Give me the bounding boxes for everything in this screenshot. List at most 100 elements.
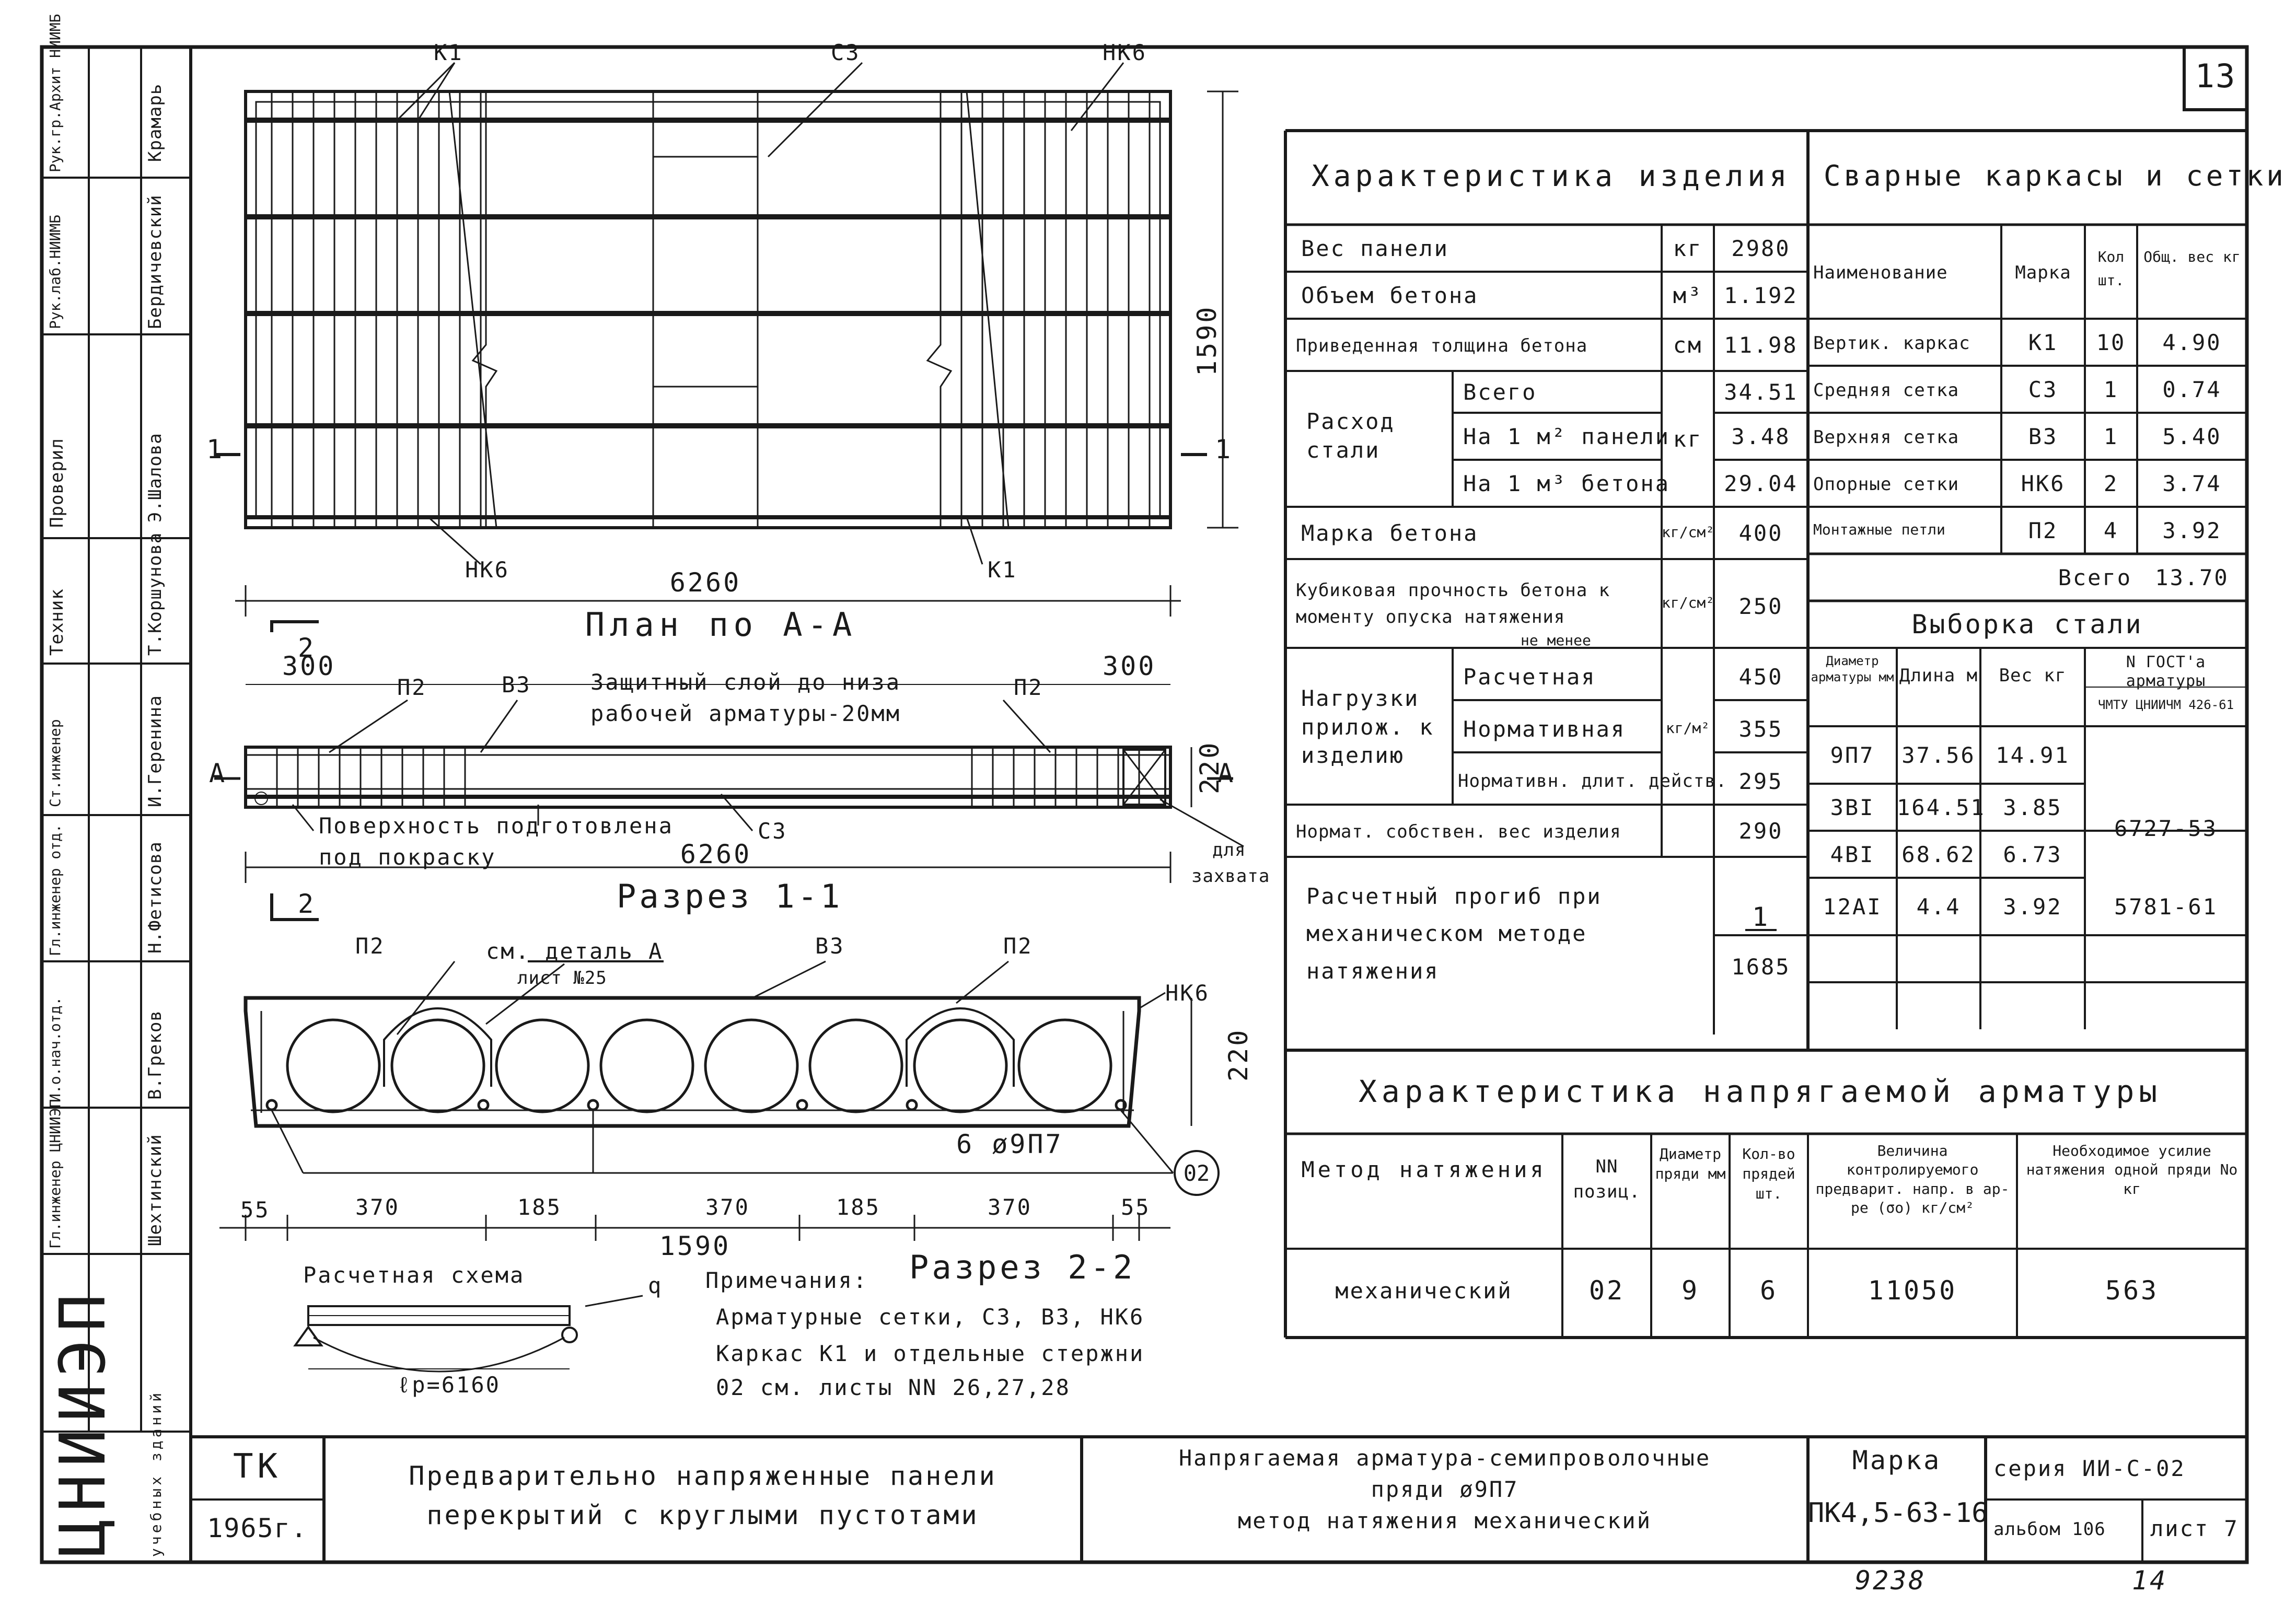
role-8: Гл.инженер ЦНИИЭП [47, 1099, 64, 1249]
frames-r2-qty: 1 [2103, 377, 2119, 402]
frames-r5-mark: П2 [2028, 518, 2058, 543]
name-7: В.Греков [145, 1010, 166, 1100]
char-row-9-name: Расчетный прогиб при механическом методе… [1306, 884, 1602, 984]
role-4: Техник [47, 588, 67, 656]
char-row-2-value: 1.192 [1724, 283, 1798, 308]
frames-r1-mark: К1 [2028, 330, 2058, 355]
sec22-detail-sheet: лист №25 [517, 968, 607, 989]
steel-header-gost: N ГОСТ'а арматуры [2126, 653, 2206, 690]
char-row-1-name: Вес панели [1301, 236, 1449, 261]
plan-title: План по А-А [585, 606, 857, 644]
frames-title: Сварные каркасы и сетки [1824, 159, 2287, 192]
name-5: И.Геренина [145, 695, 166, 807]
role-5: Ст.инженер [47, 719, 64, 807]
sec11-mark-2-bottom: 2 [298, 889, 316, 919]
char-row-4-sub-1-value: 34.51 [1724, 379, 1798, 405]
char-row-8-value: 290 [1738, 818, 1783, 844]
tb-mark: ПК4,5-63-16 [1808, 1497, 1988, 1529]
left-strip-lines [42, 47, 191, 1433]
steel-header-length: Длина м [1899, 665, 1978, 686]
frames-r2-mark: С3 [2028, 377, 2058, 402]
frames-header-weight: Общ. вес кг [2143, 248, 2241, 265]
plan-label-k1-top: К1 [434, 40, 463, 65]
char-row-9-num: 1 [1752, 902, 1770, 932]
char-row-7-sub-2-name: Нормативная [1463, 716, 1626, 742]
prestress-position: 02 [1588, 1275, 1625, 1306]
institute-name: ЦНИИЭП [47, 1286, 120, 1557]
plan-width: 1590 [1192, 305, 1222, 376]
char-row-1-value: 2980 [1731, 236, 1791, 261]
sec11-length: 6260 [680, 839, 752, 869]
sec11-mark-2-top: 2 [298, 633, 316, 663]
sec22-dim-2: 370 [355, 1194, 400, 1220]
frames-total-value: 13.70 [2155, 565, 2229, 590]
tb-album: альбом 106 [1993, 1519, 2106, 1540]
sec22-dim-1: 55 [240, 1197, 270, 1223]
sec11-note-bottom-1: Поверхность подготовлена [319, 813, 674, 839]
sec22-height: 220 [1223, 1028, 1254, 1082]
steel-r3-diameter: 4ВI [1830, 842, 1875, 867]
tb-name-1: Предварительно напряженные панели [409, 1461, 997, 1491]
tb-series: серия ИИ-С-02 [1993, 1456, 2186, 1481]
tb-desc-1: Напрягаемая арматура-семипроволочные [1178, 1445, 1711, 1471]
steel-r4-gost: 5781-61 [2114, 894, 2218, 920]
frames-r1-qty: 10 [2096, 330, 2126, 355]
frames-r3-weight: 5.40 [2162, 424, 2222, 449]
tb-name-2: перекрытий с круглыми пустотами [426, 1500, 979, 1530]
plan-label-nk6-bottom: НК6 [465, 557, 509, 583]
char-row-4-sub-1-name: Всего [1463, 379, 1537, 405]
institute-subtitle: учебных зданий [147, 1389, 165, 1557]
char-row-2-name: Объем бетона [1301, 283, 1479, 308]
steel-r2-diameter: 3ВI [1830, 795, 1875, 820]
steel-r4-length: 4.4 [1916, 894, 1961, 920]
calc-scheme [293, 1295, 643, 1373]
sec11-grip-1: для [1212, 840, 1246, 861]
name-1: Крамарь [145, 83, 166, 162]
steel-gost-top: ЧМТУ ЦНИИЧМ 426-61 [2097, 698, 2234, 712]
sec22-label-p2-right: П2 [1003, 933, 1033, 959]
role-1: Рук.гр.Архит НИИМБ [47, 14, 64, 172]
prestress-header-method: Метод натяжения [1301, 1157, 1547, 1182]
frames-r4-qty: 2 [2103, 471, 2119, 496]
title-block-lines [191, 1435, 2247, 1562]
sec11-note-bottom-2: под покраску [319, 844, 496, 870]
scheme-span: ℓр=6160 [397, 1372, 501, 1398]
sec11-title: Разрез 1-1 [617, 877, 843, 915]
sec11-grip-2: захвата [1191, 866, 1270, 887]
role-3: Проверил [47, 438, 67, 528]
steel-r4-diameter: 12АI [1823, 894, 1882, 920]
plan-view [214, 62, 1238, 617]
handwritten-9238: 9238 [1855, 1565, 1927, 1596]
sec22-dim-3: 185 [517, 1194, 562, 1220]
role-6: Гл.инженер отд. [47, 824, 64, 956]
prestress-title: Характеристика напрягаемой арматуры [1359, 1074, 2162, 1109]
steel-title: Выборка стали [1911, 609, 2143, 640]
sec11-mark-a-left: А [209, 758, 227, 788]
char-row-7-sub-1-name: Расчетная [1463, 664, 1596, 690]
prestress-header-pos: NN позиц. [1573, 1156, 1641, 1202]
char-row-1-unit: кг [1673, 236, 1703, 261]
scheme-title: Расчетная схема [303, 1262, 525, 1288]
plan-section-mark-right: 1 [1215, 434, 1233, 464]
plan-label-c3: С3 [831, 40, 861, 65]
name-6: Н.Фетисова [145, 841, 166, 954]
char-row-7-sub-1-value: 450 [1738, 664, 1783, 690]
plan-length: 6260 [669, 567, 741, 598]
sec11-label-p2-left: П2 [397, 675, 427, 700]
prestress-method: механический [1335, 1278, 1513, 1304]
char-row-7-sub-3-value: 295 [1738, 769, 1783, 794]
frames-r4-name: Опорные сетки [1813, 474, 1959, 495]
sec22-title: Разрез 2-2 [909, 1248, 1136, 1286]
sec11-note-top-1: Защитный слой до низа [590, 669, 901, 695]
prestress-diameter: 9 [1681, 1275, 1700, 1306]
char-title: Характеристика изделия [1312, 159, 1791, 193]
prestress-count: 6 [1759, 1275, 1778, 1306]
steel-r1-weight: 14.91 [1996, 742, 2070, 768]
tb-desc-3: метод натяжения механический [1237, 1508, 1652, 1533]
role-2: Рук.лаб.НИИМБ [47, 214, 64, 329]
notes-line-1: Арматурные сетки, С3, В3, НК6 [716, 1304, 1145, 1330]
sec22-position: 02 [1183, 1160, 1210, 1186]
sec11-note-top-2: рабочей арматуры-20мм [590, 701, 901, 726]
sec22-label-p2-left: П2 [355, 933, 385, 959]
